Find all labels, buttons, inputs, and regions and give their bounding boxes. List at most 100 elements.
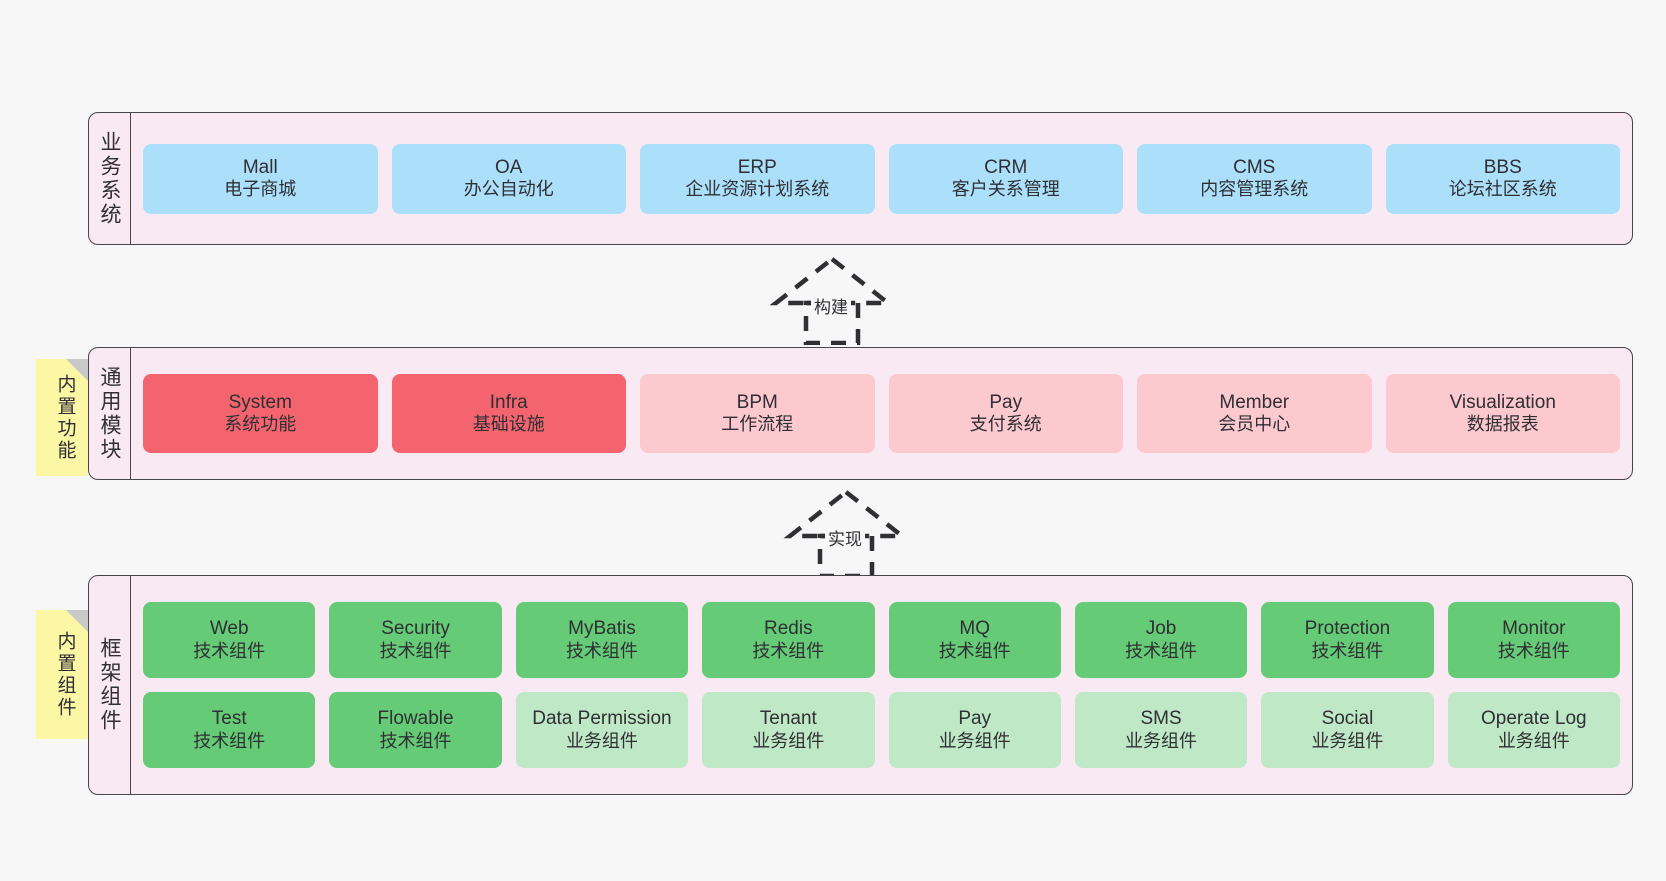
- node-pay-component[interactable]: Pay 业务组件: [888, 692, 1061, 768]
- node-mq-en: MQ: [959, 618, 990, 640]
- node-visualization-cn: 数据报表: [1466, 414, 1539, 435]
- node-mybatis-en: MyBatis: [568, 618, 636, 640]
- node-crm-cn: 客户关系管理: [951, 179, 1060, 200]
- node-visualization-en: Visualization: [1449, 391, 1556, 413]
- node-system[interactable]: System 系统功能: [143, 374, 378, 453]
- node-data-permission-en: Data Permission: [532, 708, 672, 730]
- node-web-en: Web: [209, 618, 249, 640]
- layer-modules-body: System 系统功能 Infra 基础设施 BPM 工作流程 Pay 支付系统…: [131, 348, 1632, 479]
- node-bpm-cn: 工作流程: [721, 414, 794, 435]
- node-security-cn: 技术组件: [379, 640, 452, 661]
- note-fold-corner-icon: [66, 610, 88, 632]
- node-mq-cn: 技术组件: [938, 640, 1011, 661]
- node-protection[interactable]: Protection 技术组件: [1261, 602, 1434, 678]
- node-sms-cn: 业务组件: [1125, 730, 1198, 751]
- node-operate-log-cn: 业务组件: [1497, 730, 1570, 751]
- node-monitor-cn: 技术组件: [1497, 640, 1570, 661]
- node-crm[interactable]: CRM 客户关系管理: [888, 143, 1123, 214]
- node-cms-en: CMS: [1233, 156, 1276, 178]
- layer-business-body: Mall 电子商城 OA 办公自动化 ERP 企业资源计划系统 CRM 客户关系…: [131, 113, 1632, 244]
- generalization-triangle: [769, 256, 895, 306]
- node-data-permission-cn: 业务组件: [565, 730, 638, 751]
- node-infra[interactable]: Infra 基础设施: [391, 374, 626, 453]
- node-protection-cn: 技术组件: [1311, 640, 1384, 661]
- node-monitor-en: Monitor: [1502, 618, 1566, 640]
- node-bbs-en: BBS: [1483, 156, 1522, 178]
- node-system-cn: 系统功能: [224, 414, 297, 435]
- node-web-cn: 技术组件: [193, 640, 266, 661]
- node-bbs-cn: 论坛社区系统: [1448, 179, 1557, 200]
- generalization-triangle: [783, 489, 909, 539]
- node-data-permission[interactable]: Data Permission 业务组件: [515, 692, 689, 768]
- framework-node-row-2: Test 技术组件 Flowable 技术组件 Data Permission …: [143, 692, 1620, 768]
- node-mybatis-cn: 技术组件: [565, 640, 638, 661]
- node-monitor[interactable]: Monitor 技术组件: [1447, 602, 1620, 678]
- connector-build-label: 构建: [811, 293, 851, 318]
- framework-node-row-1: Web 技术组件 Security 技术组件 MyBatis 技术组件 Redi…: [143, 602, 1620, 678]
- node-job-cn: 技术组件: [1125, 640, 1198, 661]
- node-bpm-en: BPM: [736, 391, 778, 413]
- node-cms-cn: 内容管理系统: [1200, 179, 1309, 200]
- node-sms[interactable]: SMS 业务组件: [1074, 692, 1248, 768]
- note-builtin-component: 内置组件: [36, 610, 88, 739]
- node-test-en: Test: [211, 708, 247, 730]
- modules-node-row: System 系统功能 Infra 基础设施 BPM 工作流程 Pay 支付系统…: [143, 374, 1620, 453]
- node-cms[interactable]: CMS 内容管理系统: [1137, 143, 1372, 214]
- node-social[interactable]: Social 业务组件: [1261, 692, 1434, 768]
- layer-modules-caption-text: 通用模块: [98, 365, 121, 462]
- node-tenant[interactable]: Tenant 业务组件: [702, 692, 875, 768]
- node-member-cn: 会员中心: [1218, 414, 1291, 435]
- node-oa-cn: 办公自动化: [463, 179, 554, 200]
- node-system-en: System: [228, 391, 292, 413]
- node-web[interactable]: Web 技术组件: [143, 602, 316, 678]
- note-builtin-component-text: 内置组件: [54, 630, 76, 719]
- node-member[interactable]: Member 会员中心: [1137, 374, 1372, 453]
- node-pay-component-cn: 业务组件: [938, 730, 1011, 751]
- node-job[interactable]: Job 技术组件: [1074, 602, 1248, 678]
- node-operate-log[interactable]: Operate Log 业务组件: [1447, 692, 1620, 768]
- node-flowable-cn: 技术组件: [379, 730, 452, 751]
- connector-implement-label: 实现: [825, 525, 865, 550]
- layer-framework-components: 框架组件 Web 技术组件 Security 技术组件 MyBatis 技术组件…: [88, 575, 1633, 795]
- node-redis-en: Redis: [764, 618, 813, 640]
- node-redis-cn: 技术组件: [752, 640, 825, 661]
- node-bbs[interactable]: BBS 论坛社区系统: [1385, 143, 1620, 214]
- node-pay-component-en: Pay: [958, 708, 992, 730]
- node-infra-en: Infra: [489, 391, 528, 413]
- node-member-en: Member: [1219, 391, 1290, 413]
- note-builtin-function-text: 内置功能: [54, 373, 76, 462]
- node-job-en: Job: [1145, 618, 1177, 640]
- node-mq[interactable]: MQ 技术组件: [888, 602, 1061, 678]
- node-infra-cn: 基础设施: [472, 414, 545, 435]
- note-fold-corner-icon: [66, 359, 88, 381]
- node-erp[interactable]: ERP 企业资源计划系统: [640, 143, 875, 214]
- node-test[interactable]: Test 技术组件: [143, 692, 316, 768]
- node-crm-en: CRM: [984, 156, 1028, 178]
- node-tenant-cn: 业务组件: [752, 730, 825, 751]
- node-pay-module-en: Pay: [989, 391, 1023, 413]
- node-mall[interactable]: Mall 电子商城: [143, 143, 378, 214]
- node-erp-cn: 企业资源计划系统: [685, 179, 830, 200]
- layer-business-system: 业务系统 Mall 电子商城 OA 办公自动化 ERP 企业资源计划系统 CRM: [88, 112, 1633, 245]
- node-pay-module[interactable]: Pay 支付系统: [888, 374, 1123, 453]
- node-erp-en: ERP: [737, 156, 777, 178]
- layer-common-modules: 通用模块 System 系统功能 Infra 基础设施 BPM 工作流程 Pay: [88, 347, 1633, 480]
- node-test-cn: 技术组件: [193, 730, 266, 751]
- node-bpm[interactable]: BPM 工作流程: [640, 374, 875, 453]
- node-security[interactable]: Security 技术组件: [329, 602, 502, 678]
- node-redis[interactable]: Redis 技术组件: [702, 602, 875, 678]
- node-flowable[interactable]: Flowable 技术组件: [329, 692, 502, 768]
- node-sms-en: SMS: [1140, 708, 1182, 730]
- layer-modules-caption: 通用模块: [89, 348, 131, 479]
- node-social-en: Social: [1321, 708, 1374, 730]
- layer-framework-caption: 框架组件: [89, 576, 131, 794]
- layer-business-caption-text: 业务系统: [98, 130, 121, 227]
- layer-business-caption: 业务系统: [89, 113, 131, 244]
- node-mybatis[interactable]: MyBatis 技术组件: [515, 602, 689, 678]
- node-visualization[interactable]: Visualization 数据报表: [1385, 374, 1620, 453]
- business-node-row: Mall 电子商城 OA 办公自动化 ERP 企业资源计划系统 CRM 客户关系…: [143, 143, 1620, 214]
- node-social-cn: 业务组件: [1311, 730, 1384, 751]
- node-pay-module-cn: 支付系统: [969, 414, 1042, 435]
- node-oa[interactable]: OA 办公自动化: [391, 143, 626, 214]
